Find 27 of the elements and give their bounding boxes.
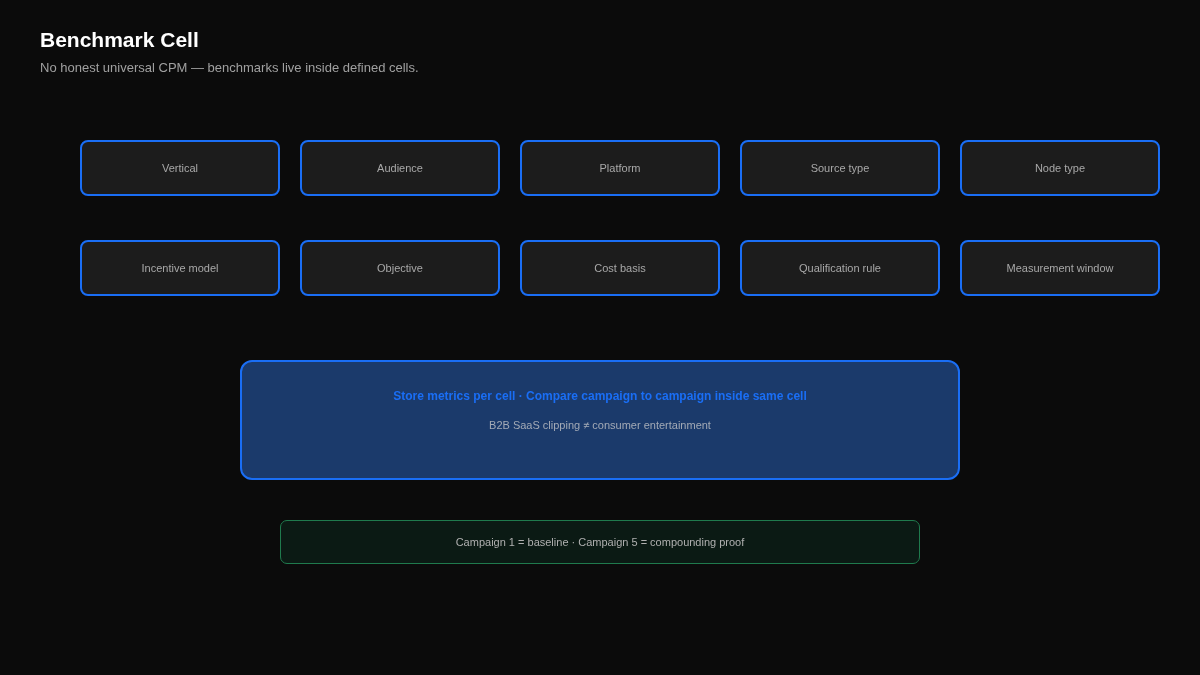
- category-box: [300, 140, 500, 196]
- panel-heading: Store metrics per cell · Compare campaign to campaign inside same cell: [393, 389, 807, 403]
- box-label: Incentive model: [141, 261, 219, 275]
- category-box: [960, 240, 1160, 296]
- summary-panel: [240, 360, 960, 480]
- page-title: Benchmark Cell: [40, 28, 199, 52]
- box-label: Platform: [599, 161, 641, 175]
- box-label: Vertical: [161, 161, 199, 175]
- category-box: [80, 140, 280, 196]
- box-label: Node type: [1034, 161, 1086, 175]
- panel-text: B2B SaaS clipping ≠ consumer entertainment: [489, 419, 711, 432]
- category-box: [80, 240, 280, 296]
- category-box: [740, 140, 940, 196]
- category-box: [960, 140, 1160, 196]
- note-box: [280, 520, 920, 564]
- box-label: Cost basis: [594, 261, 646, 275]
- category-box: [740, 240, 940, 296]
- box-label: Objective: [377, 261, 423, 275]
- category-box: [300, 240, 500, 296]
- category-box: [520, 140, 720, 196]
- box-label: Qualification rule: [799, 261, 881, 275]
- note-text: Campaign 1 = baseline · Campaign 5 = compounding proof: [455, 535, 745, 549]
- box-label: Source type: [810, 161, 870, 175]
- page-subtitle: No honest universal CPM — benchmarks live inside defined cells.: [40, 60, 419, 75]
- box-label: Measurement window: [1006, 261, 1114, 275]
- box-label: Audience: [377, 161, 423, 175]
- category-box: [520, 240, 720, 296]
